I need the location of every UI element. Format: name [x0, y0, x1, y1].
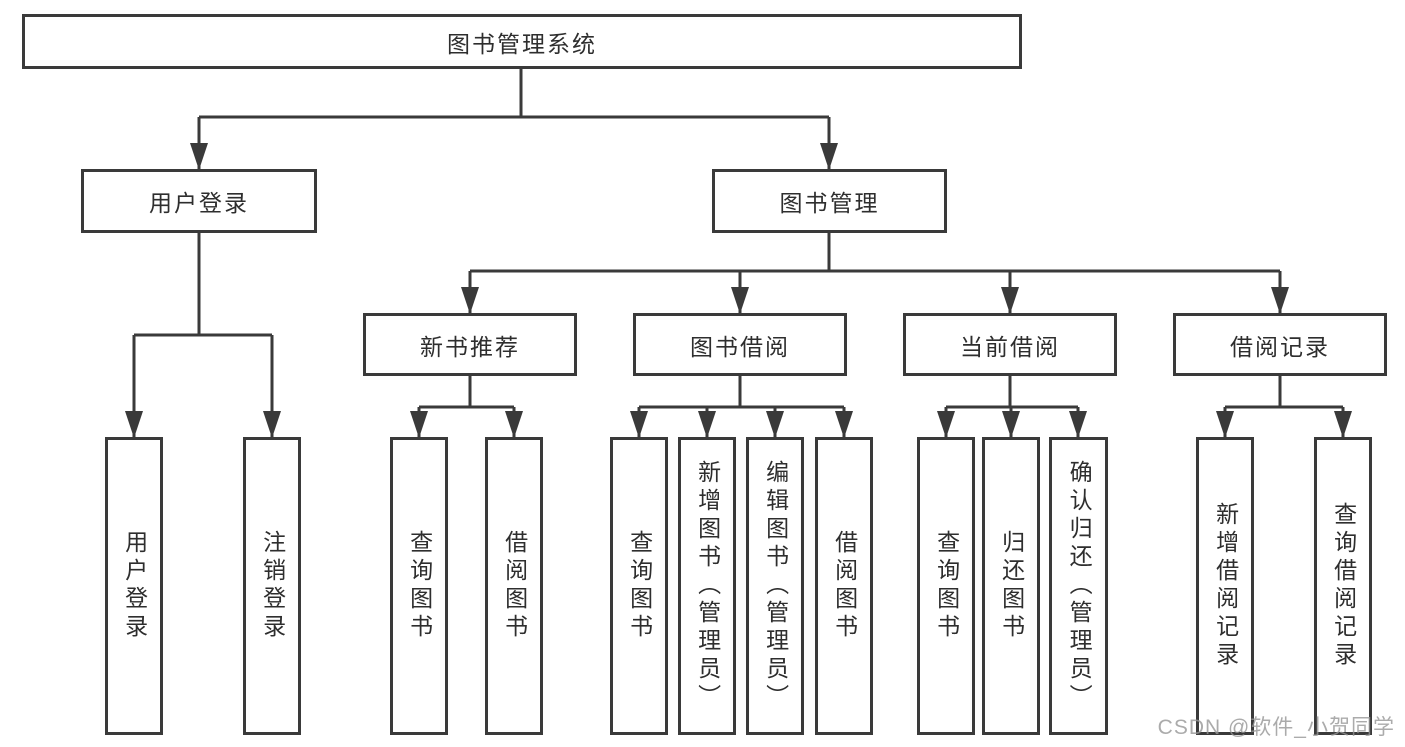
- leaf-bb-query-books: 查询图书: [610, 437, 668, 735]
- node-book-management-label: 图书管理: [779, 190, 880, 216]
- leaf-bb-add-books-admin-label: 新增图书（管理员）: [694, 460, 721, 712]
- node-new-book-recommend: 新书推荐: [363, 313, 577, 376]
- leaf-bb-borrow-books-label: 借阅图书: [831, 530, 858, 642]
- leaf-nbr-query-books: 查询图书: [390, 437, 448, 735]
- leaf-cb-return-books: 归还图书: [982, 437, 1040, 735]
- leaf-cb-confirm-return-admin-label: 确认归还（管理员）: [1066, 460, 1093, 712]
- node-book-borrowing: 图书借阅: [633, 313, 847, 376]
- leaf-user-login: 用户登录: [105, 437, 163, 735]
- node-borrow-records-label: 借阅记录: [1230, 333, 1330, 360]
- leaf-cb-confirm-return-admin: 确认归还（管理员）: [1049, 437, 1108, 735]
- connector-rails: [134, 69, 1343, 409]
- node-borrow-records: 借阅记录: [1173, 313, 1387, 376]
- node-user-login-label: 用户登录: [149, 190, 249, 216]
- leaf-bb-add-books-admin: 新增图书（管理员）: [678, 437, 736, 735]
- leaf-nbr-borrow-books-label: 借阅图书: [501, 530, 528, 642]
- leaf-bb-borrow-books: 借阅图书: [815, 437, 873, 735]
- node-book-management: 图书管理: [712, 169, 947, 233]
- leaf-logout-label: 注销登录: [259, 530, 286, 642]
- leaf-bb-edit-books-admin-label: 编辑图书（管理员）: [762, 460, 789, 712]
- node-root-label: 图书管理系统: [447, 30, 597, 57]
- leaf-cb-query-books-label: 查询图书: [933, 530, 960, 642]
- leaf-br-add-record: 新增借阅记录: [1196, 437, 1254, 735]
- leaf-user-login-label: 用户登录: [121, 530, 148, 642]
- leaf-br-add-record-label: 新增借阅记录: [1212, 502, 1239, 670]
- leaf-br-query-record: 查询借阅记录: [1314, 437, 1372, 735]
- leaf-logout: 注销登录: [243, 437, 301, 735]
- leaf-br-query-record-label: 查询借阅记录: [1330, 502, 1357, 670]
- node-root: 图书管理系统: [22, 14, 1022, 69]
- node-new-book-recommend-label: 新书推荐: [420, 333, 520, 360]
- node-user-login: 用户登录: [81, 169, 317, 233]
- connector-arrows: [125, 117, 1352, 438]
- leaf-nbr-borrow-books: 借阅图书: [485, 437, 543, 735]
- leaf-cb-return-books-label: 归还图书: [998, 530, 1025, 642]
- node-book-borrowing-label: 图书借阅: [690, 333, 790, 360]
- leaf-bb-query-books-label: 查询图书: [626, 530, 653, 642]
- node-current-borrowing-label: 当前借阅: [960, 333, 1060, 360]
- leaf-bb-edit-books-admin: 编辑图书（管理员）: [746, 437, 804, 735]
- leaf-cb-query-books: 查询图书: [917, 437, 975, 735]
- leaf-nbr-query-books-label: 查询图书: [406, 530, 433, 642]
- node-current-borrowing: 当前借阅: [903, 313, 1117, 376]
